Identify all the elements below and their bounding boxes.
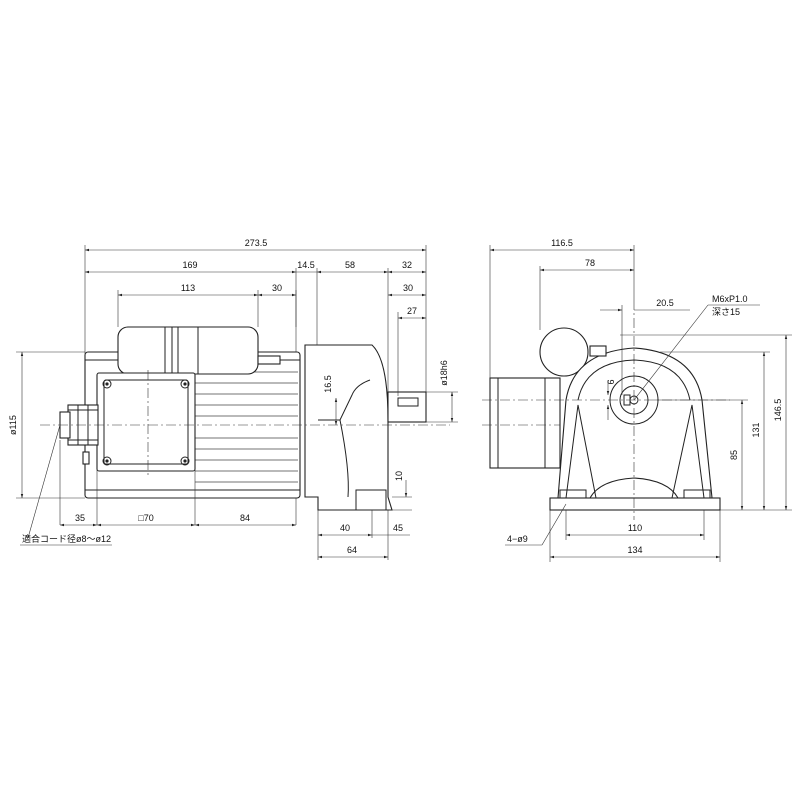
base-plate bbox=[549, 497, 721, 511]
output-shaft bbox=[387, 391, 427, 423]
capacitor bbox=[117, 326, 259, 375]
dim-shaft-key-length: 27 bbox=[407, 306, 417, 316]
dim-foot-length: 64 bbox=[347, 545, 357, 555]
dim-box-to-flange: 84 bbox=[240, 513, 250, 523]
dim-key-offset: 20.5 bbox=[656, 298, 674, 308]
dim-shaft-key-offset: 30 bbox=[403, 283, 413, 293]
mount-holes-note: 4−ø9 bbox=[507, 534, 528, 544]
front-view-dimensions: 116.5 78 20.5 M6xP1.0 深さ15 6 85 131 146.… bbox=[489, 238, 792, 562]
dim-shaft-height: 85 bbox=[729, 450, 739, 460]
terminal-box-side bbox=[489, 377, 561, 469]
gear-housing bbox=[557, 347, 713, 499]
terminal-box bbox=[96, 372, 196, 472]
dim-foot-width: 134 bbox=[627, 545, 642, 555]
dim-key-width: 6 bbox=[606, 379, 616, 384]
dim-mount-hole-pitch: 40 bbox=[340, 523, 350, 533]
dim-width-to-center: 116.5 bbox=[551, 238, 573, 248]
dim-gland-offset: 35 bbox=[75, 513, 85, 523]
dim-foot-to-shaft: 45 bbox=[393, 523, 403, 533]
dim-shaft-extension: 32 bbox=[402, 260, 412, 270]
tap-spec: M6xP1.0 bbox=[712, 294, 748, 304]
dim-key-height: 16.5 bbox=[323, 375, 333, 393]
dim-gear-body: 58 bbox=[345, 260, 355, 270]
dim-terminal-box-offset: 30 bbox=[272, 283, 282, 293]
dim-box-square: □70 bbox=[138, 513, 153, 523]
dim-motor-length: 169 bbox=[182, 260, 197, 270]
dim-terminal-box-length: 113 bbox=[181, 283, 195, 293]
dim-foot-pitch: 110 bbox=[628, 523, 642, 533]
dim-box-to-center: 78 bbox=[585, 258, 595, 268]
dim-gap: 14.5 bbox=[297, 260, 315, 270]
dim-shaft-diameter: ø18h6 bbox=[439, 360, 449, 386]
dim-overall-length: 273.5 bbox=[245, 238, 268, 248]
capacitor-end bbox=[539, 327, 589, 377]
dim-foot-height: 10 bbox=[394, 471, 404, 481]
side-view-dimensions: 273.5 169 14.5 58 32 113 30 30 27 ø18h6 … bbox=[8, 238, 458, 560]
side-view bbox=[40, 326, 450, 511]
tap-depth: 深さ15 bbox=[712, 307, 740, 317]
dim-motor-diameter: ø115 bbox=[8, 415, 18, 435]
dim-height-131: 131 bbox=[751, 422, 761, 437]
front-view bbox=[482, 300, 730, 520]
cord-diameter-note: 適合コード径ø8～ø12 bbox=[22, 533, 111, 544]
dim-total-height: 146.5 bbox=[773, 399, 783, 422]
